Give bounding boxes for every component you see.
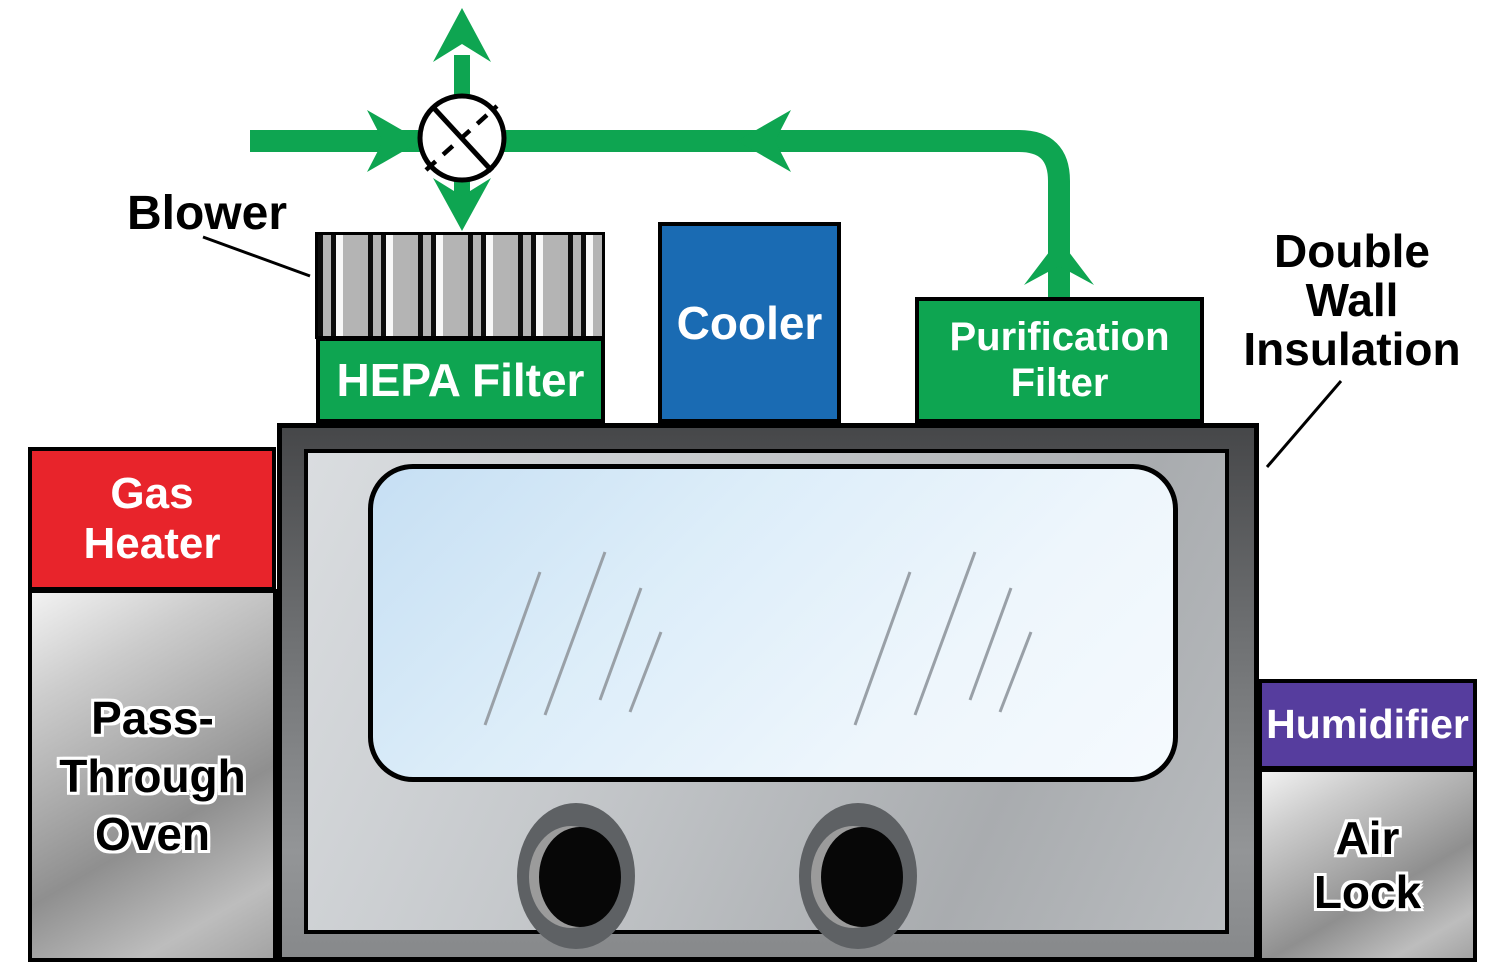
pass-through-oven-label-line1: Pass- bbox=[91, 691, 214, 744]
air-lock-box: Air Lock bbox=[1258, 768, 1477, 962]
insulation-leader-line bbox=[1265, 380, 1343, 468]
valve-icon bbox=[417, 93, 507, 183]
pass-through-oven-label-line3: Oven bbox=[94, 807, 211, 860]
humidifier-box: Humidifier bbox=[1258, 679, 1477, 770]
double-wall-insulation-label: Double Wall Insulation bbox=[1228, 227, 1476, 374]
gas-heater-label-line1: Gas bbox=[110, 469, 194, 518]
double-wall-insulation-line2: Wall bbox=[1305, 274, 1399, 326]
return-arrow bbox=[737, 110, 791, 172]
air-lock-label-line1: Air bbox=[1335, 812, 1400, 864]
blower-unit bbox=[315, 232, 605, 339]
purification-filter-label-line1: Purification bbox=[949, 315, 1170, 359]
supply-arrow bbox=[433, 178, 491, 231]
blower-leader-line bbox=[202, 235, 311, 278]
cooler-box: Cooler bbox=[658, 222, 841, 423]
pass-through-oven-label-line2: Through bbox=[59, 749, 246, 802]
hepa-filter-label: HEPA Filter bbox=[336, 354, 585, 406]
double-wall-insulation-line3: Insulation bbox=[1243, 323, 1461, 375]
chamber-window bbox=[368, 464, 1178, 782]
air-lock-label-line2: Lock bbox=[1313, 866, 1422, 918]
hepa-filter-box: HEPA Filter bbox=[316, 337, 605, 423]
filter-outlet-arrow bbox=[1024, 239, 1094, 285]
blower-label: Blower bbox=[126, 187, 288, 240]
cooler-label: Cooler bbox=[676, 296, 823, 349]
gas-heater-box: Gas Heater bbox=[28, 447, 276, 591]
double-wall-insulation-line1: Double bbox=[1274, 225, 1430, 277]
exhaust-arrow bbox=[433, 8, 491, 62]
purification-filter-box: Purification Filter bbox=[915, 297, 1204, 423]
gas-heater-label-line2: Heater bbox=[83, 519, 221, 568]
purification-filter-label-line2: Filter bbox=[1010, 361, 1109, 405]
pass-through-oven-box: Pass- Through Oven bbox=[28, 589, 277, 962]
humidifier-label: Humidifier bbox=[1266, 701, 1469, 747]
inlet-arrow bbox=[367, 110, 421, 172]
